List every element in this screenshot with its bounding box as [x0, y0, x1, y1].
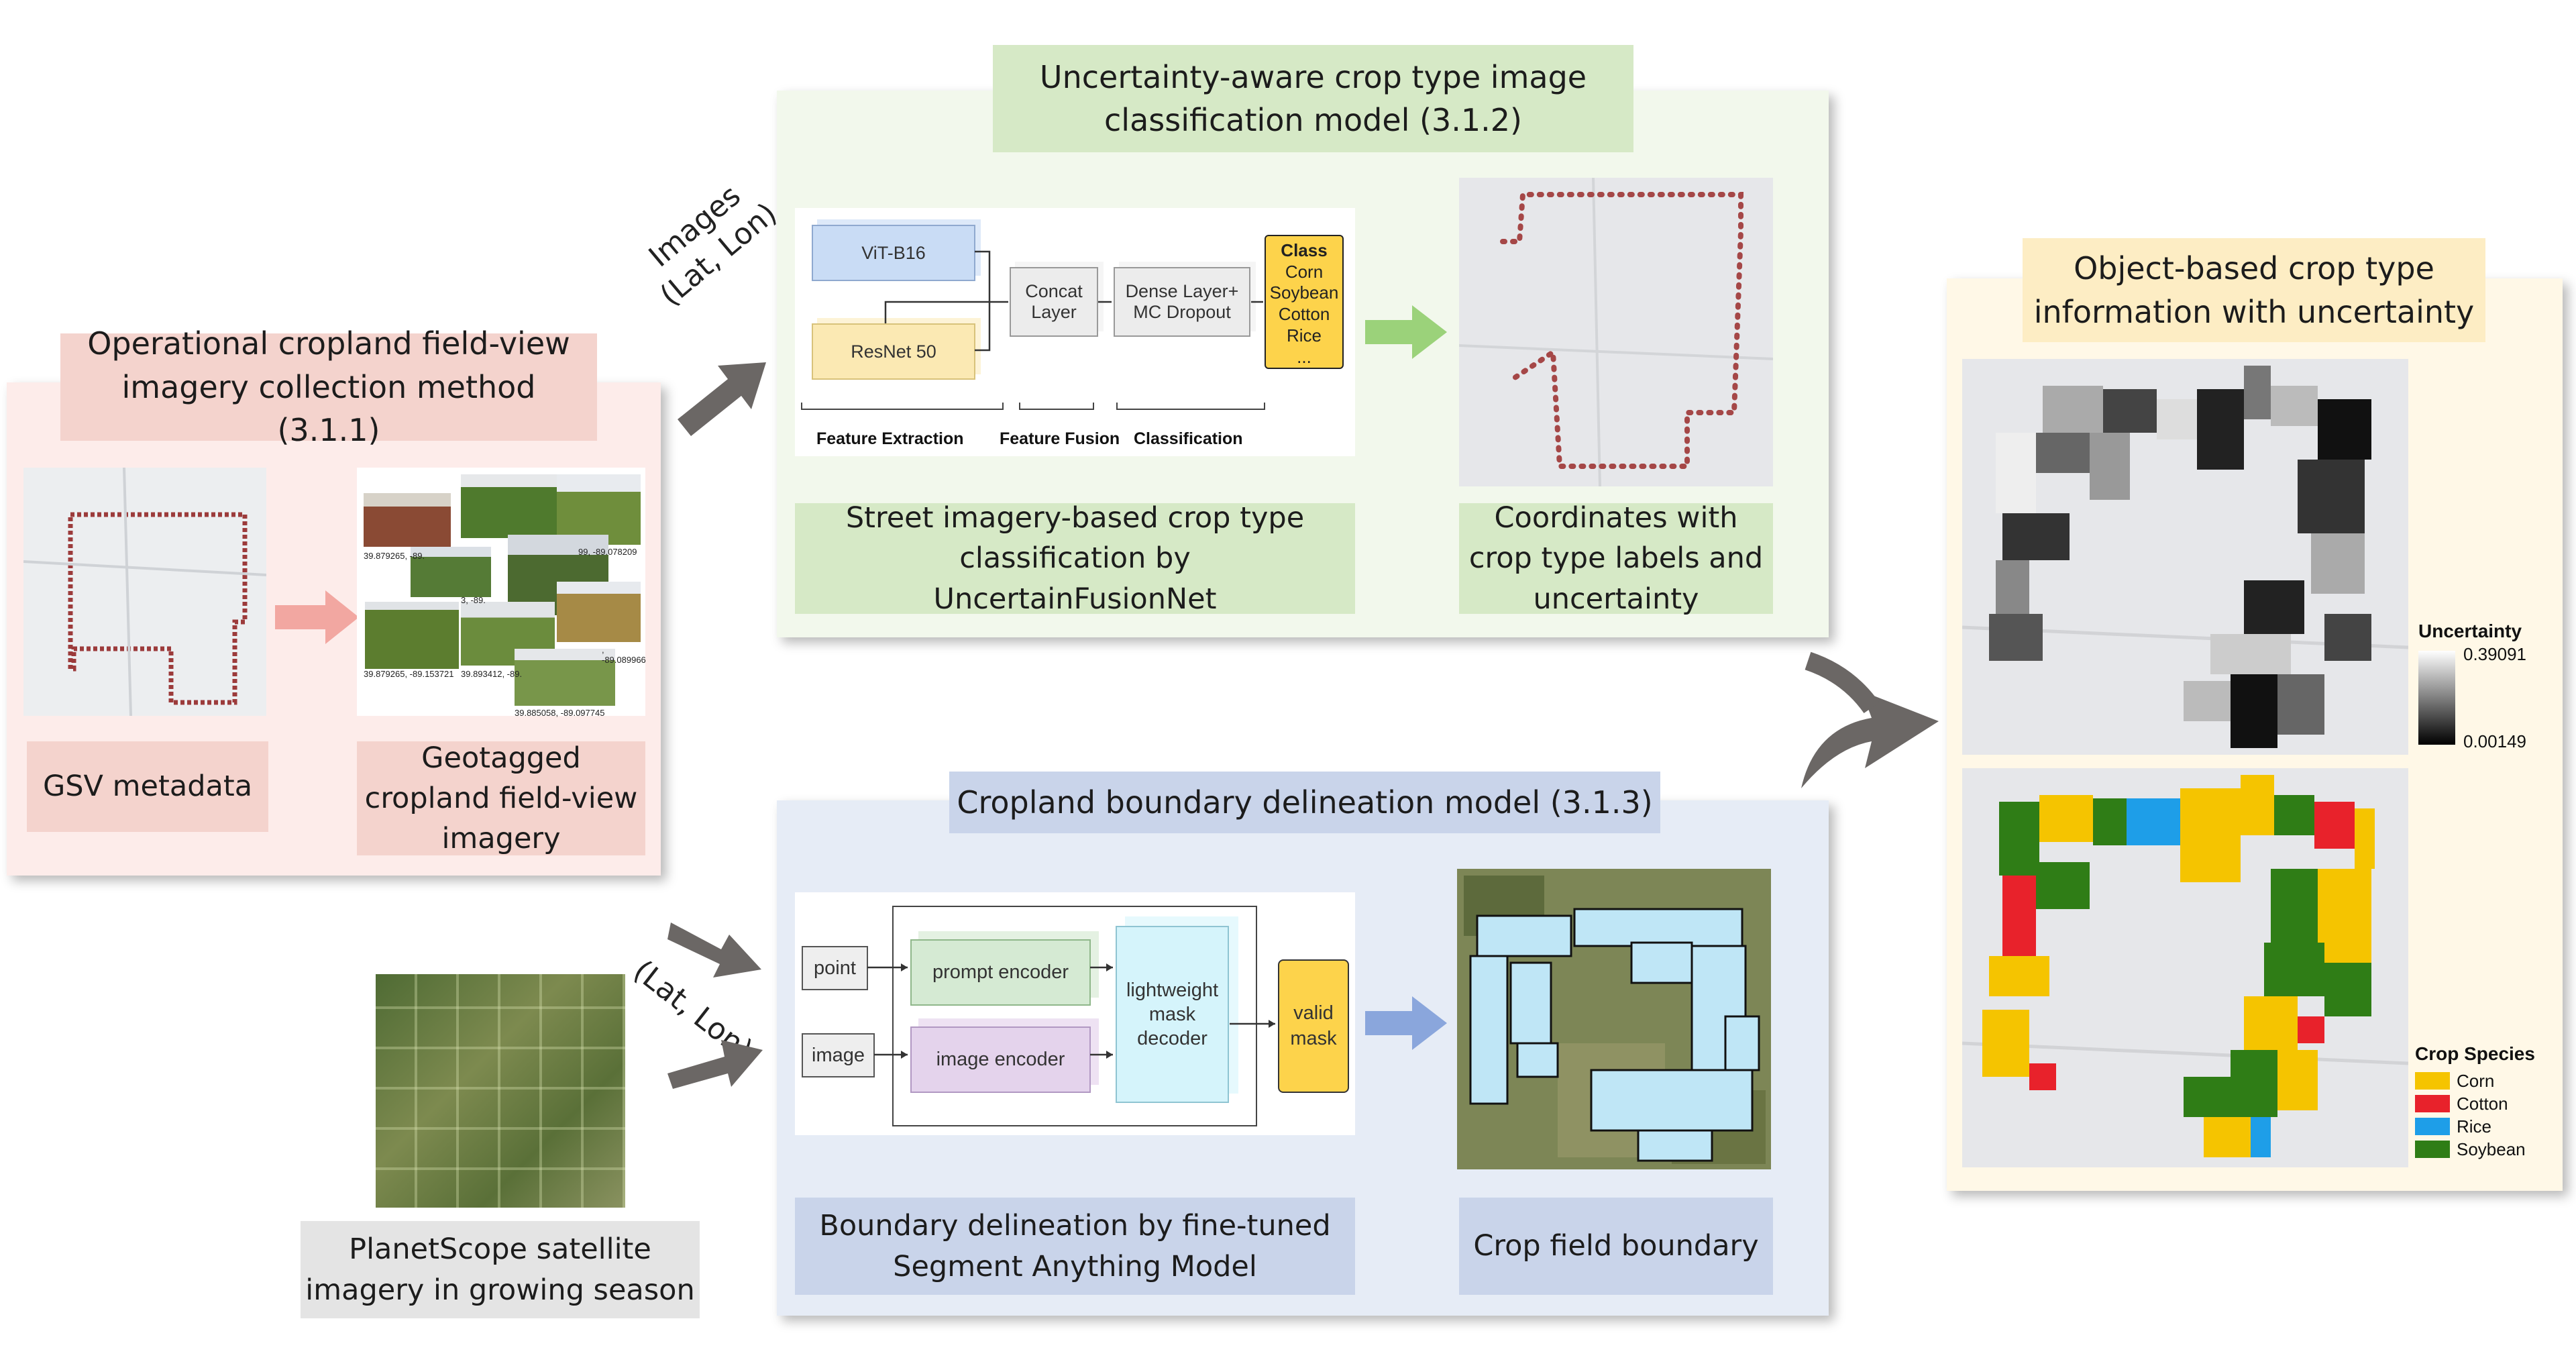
dense-block: Dense Layer+ MC Dropout: [1114, 267, 1250, 337]
classification-caption-right: Coordinates with crop type labels and un…: [1459, 501, 1773, 616]
boundary-fields: [1457, 869, 1771, 1169]
species-swatch-soybean: [2415, 1141, 2450, 1158]
image-input: image: [802, 1033, 875, 1077]
output-title: Object-based crop type information with …: [2023, 238, 2485, 342]
field-photo: [557, 582, 641, 642]
stage-classification: Classification: [1134, 429, 1243, 448]
species-label-cotton: Cotton: [2457, 1094, 2508, 1114]
field-photo: [515, 649, 615, 706]
image-encoder: image encoder: [910, 1026, 1091, 1093]
species-legend: Corn Cotton Rice Soybean: [2415, 1071, 2556, 1166]
species-swatch-rice: [2415, 1118, 2450, 1135]
species-label-soybean: Soybean: [2457, 1139, 2526, 1159]
uncertainty-gradient: [2418, 651, 2455, 745]
class-rice: Rice: [1286, 325, 1322, 346]
species-label-rice: Rice: [2457, 1116, 2492, 1137]
pink-arrow: [275, 590, 359, 644]
fusionnet-diagram: ViT-B16 ResNet 50 Concat Layer Dense Lay…: [795, 208, 1355, 456]
crop-species-map: [1962, 768, 2408, 1167]
stage-fusion: Feature Fusion: [1000, 429, 1120, 448]
gsv-metadata-map: [23, 468, 266, 716]
uncertainty-min-label: 0.00149: [2463, 731, 2526, 751]
collection-title: Operational cropland field-view imagery …: [60, 325, 597, 448]
resnet-block: ResNet 50: [812, 323, 975, 380]
latlon-arrow-lower: [667, 1040, 763, 1089]
valid-mask: valid mask: [1278, 959, 1349, 1093]
gsv-route: [23, 468, 266, 716]
class-corn: Corn: [1285, 261, 1324, 282]
planetscope-tile: [376, 974, 625, 1208]
uncertainty-legend-title: Uncertainty: [2418, 621, 2522, 641]
boundary-title: Cropland boundary delineation model (3.1…: [949, 772, 1660, 833]
coord-label: 39.879265, -89.: [364, 551, 425, 561]
coord-label: , -89.089966: [602, 645, 646, 665]
uncertainty-fields: [1962, 366, 2408, 748]
species-swatch-corn: [2415, 1072, 2450, 1090]
boundary-caption-left: Boundary delineation by fine-tuned Segme…: [795, 1198, 1355, 1295]
coord-label: 99, -89.078209: [578, 547, 637, 557]
boundary-caption-right: Crop field boundary: [1459, 1198, 1773, 1295]
vit-block: ViT-B16: [812, 225, 975, 281]
field-photo: [557, 474, 641, 545]
geotag-collage: 39.879265, -89.153721 39.893412, -89. 39…: [357, 468, 646, 718]
concat-block: Concat Layer: [1010, 267, 1098, 337]
coord-label: 39.893412, -89.: [461, 669, 523, 679]
coord-label: 39.879265, -89.153721: [364, 669, 454, 679]
field-photo: [365, 602, 459, 669]
field-photo: [364, 493, 451, 547]
images-arrow-label: Images (Lat, Lon): [642, 178, 784, 313]
crop-species-fields: [1962, 775, 2408, 1157]
field-photo: [461, 474, 561, 538]
class-cotton: Cotton: [1278, 304, 1330, 325]
uncertainty-max-label: 0.39091: [2463, 644, 2526, 664]
planetscope-caption: PlanetScope satellite imagery in growing…: [301, 1221, 700, 1318]
point-input: point: [802, 946, 868, 990]
coord-label: 39.885058, -89.097745: [515, 708, 605, 718]
class-more: ...: [1297, 346, 1311, 367]
species-legend-title: Crop Species: [2415, 1043, 2535, 1064]
green-arrow: [1365, 305, 1447, 359]
labeled-points-route: [1459, 178, 1773, 486]
coord-label: 3, -89.: [461, 595, 486, 605]
classification-title: Uncertainty-aware crop type image classi…: [993, 45, 1633, 152]
class-block: Class Corn Soybean Cotton Rice ...: [1265, 235, 1344, 369]
crop-boundary-map: [1457, 869, 1771, 1169]
gsv-caption: GSV metadata: [27, 741, 268, 832]
class-head: Class: [1281, 240, 1328, 260]
blue-arrow: [1365, 996, 1447, 1050]
sam-diagram: point image prompt encoder image encoder…: [795, 892, 1355, 1135]
species-swatch-cotton: [2415, 1095, 2450, 1112]
species-label-corn: Corn: [2457, 1071, 2495, 1091]
uncertainty-map: [1962, 359, 2408, 755]
prompt-encoder: prompt encoder: [910, 939, 1091, 1006]
stage-extraction: Feature Extraction: [816, 429, 964, 448]
classification-caption-left: Street imagery-based crop type classific…: [795, 501, 1355, 616]
field-photo: [411, 547, 491, 597]
sam-connectors: [867, 963, 1275, 1059]
merge-arrow: [1801, 651, 1939, 788]
images-arrow: [678, 362, 766, 436]
mask-decoder: lightweight mask decoder: [1116, 926, 1229, 1103]
fusionnet-connectors: [801, 250, 1265, 410]
latlon-arrow-upper: [667, 922, 761, 978]
class-soybean: Soybean: [1269, 282, 1339, 303]
labeled-points-map: [1459, 178, 1773, 486]
geotag-caption: Geotagged cropland field-view imagery: [357, 741, 645, 855]
